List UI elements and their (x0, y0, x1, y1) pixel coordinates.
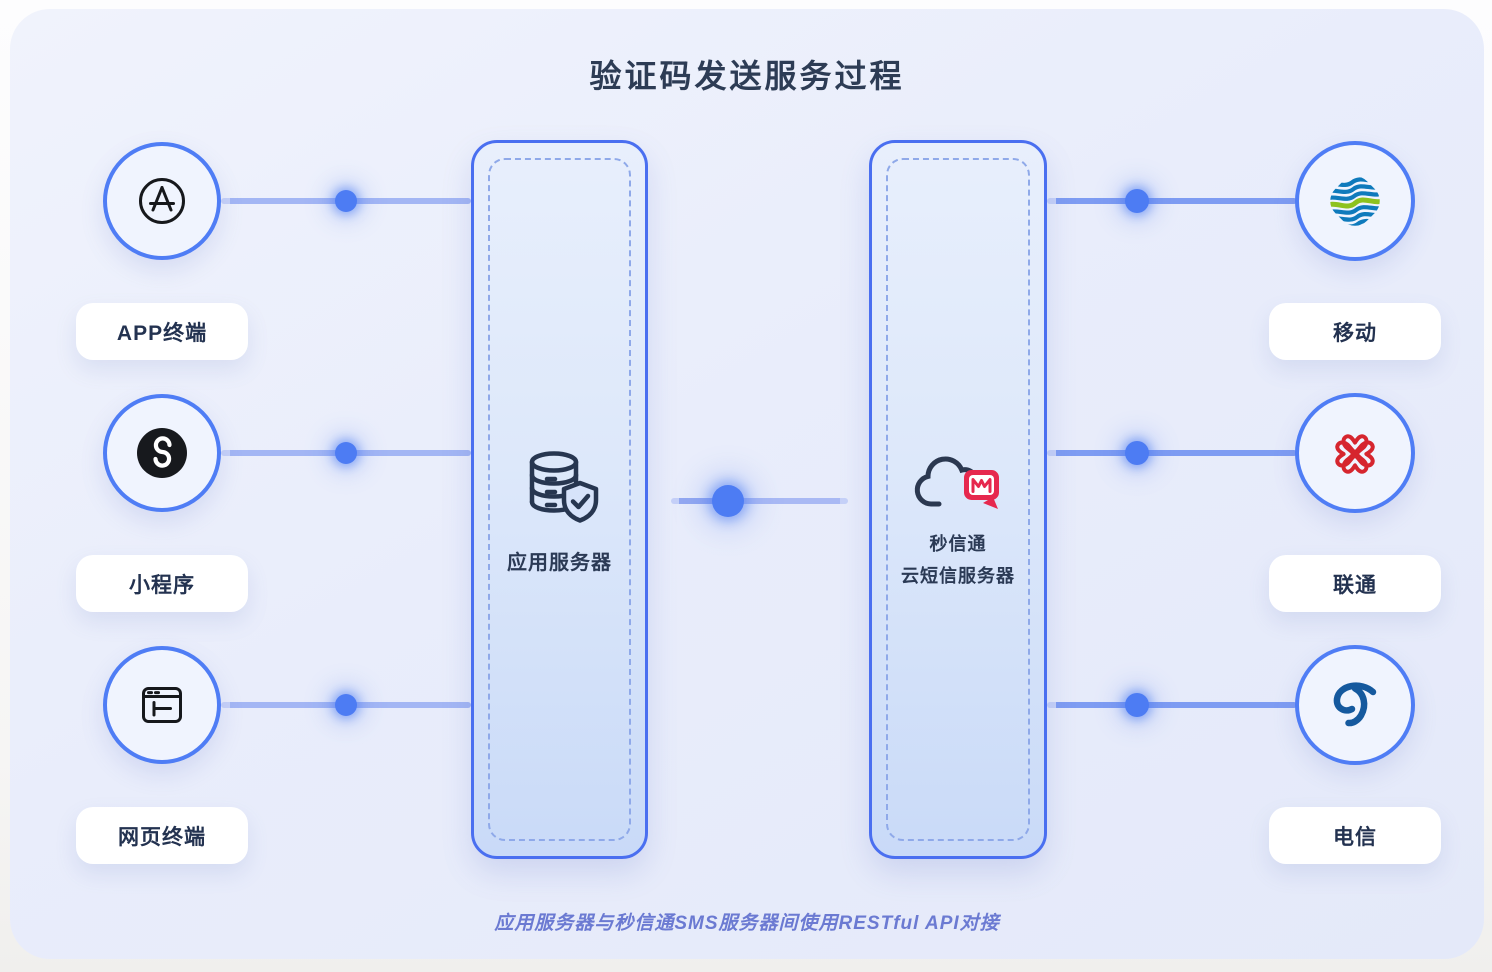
sms-server-label: 云短信服务器 (901, 566, 1015, 586)
china-unicom-icon (1325, 423, 1385, 483)
connector-dot (335, 694, 357, 716)
database-shield-icon (516, 443, 604, 536)
miniprogram-label: 小程序 (76, 555, 248, 612)
china-telecom-icon (1323, 673, 1387, 737)
app-store-icon (136, 175, 188, 227)
connector-dot (1125, 693, 1149, 717)
cloud-message-icon (908, 443, 1008, 522)
app-terminal-node (103, 142, 221, 260)
api-connection-line (671, 498, 848, 504)
browser-window-icon (136, 679, 188, 731)
china-telecom-node (1295, 645, 1415, 765)
china-unicom-node (1295, 393, 1415, 513)
api-connection-dot (712, 485, 744, 517)
china-mobile-label: 移动 (1269, 303, 1441, 360)
sms-server-box: 秒信通 云短信服务器 (869, 140, 1047, 859)
web-terminal-node (103, 646, 221, 764)
connector-dot (335, 442, 357, 464)
dashed-border (488, 158, 631, 841)
connector-line (1047, 198, 1297, 204)
connector-dot (1125, 189, 1149, 213)
app-server-label: 应用服务器 (507, 552, 612, 574)
connector-line (1047, 702, 1297, 708)
miniprogram-icon (136, 427, 188, 479)
app-terminal-label: APP终端 (76, 303, 248, 360)
china-unicom-label: 联通 (1269, 555, 1441, 612)
dashed-border (886, 158, 1030, 841)
connector-line (1047, 450, 1297, 456)
diagram-card: 验证码发送服务过程 (10, 9, 1484, 959)
api-caption: 应用服务器与秒信通SMS服务器间使用RESTful API对接 (494, 913, 1000, 934)
sms-server-name: 秒信通 (929, 534, 987, 554)
page-title: 验证码发送服务过程 (589, 58, 905, 94)
app-server-box: 应用服务器 (471, 140, 648, 859)
connector-dot (335, 190, 357, 212)
web-terminal-label: 网页终端 (76, 807, 248, 864)
china-mobile-icon (1325, 171, 1385, 231)
connector-dot (1125, 441, 1149, 465)
china-mobile-node (1295, 141, 1415, 261)
china-telecom-label: 电信 (1269, 807, 1441, 864)
miniprogram-node (103, 394, 221, 512)
